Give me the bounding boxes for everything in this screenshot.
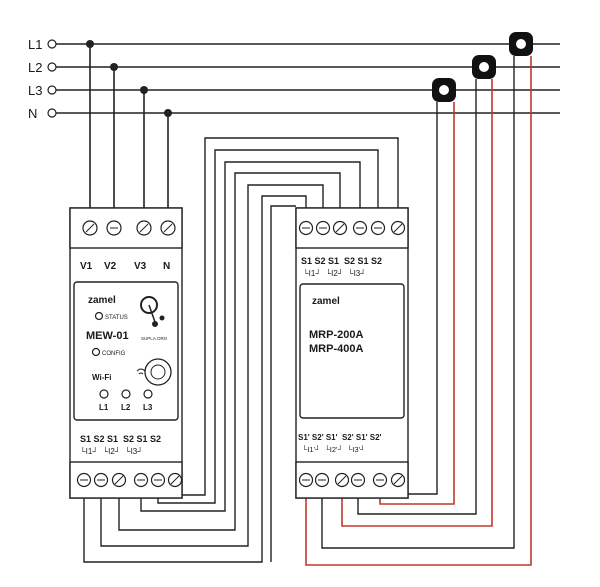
line-terminal-l3 xyxy=(47,85,57,95)
mew-brand-logo: zamel xyxy=(88,295,116,306)
ct-l3-icon xyxy=(432,78,456,102)
mew-bottom-terminals xyxy=(76,472,183,488)
mew-bottom-i-labels: └I1┘ └I2┘ └I3┘ xyxy=(80,446,143,456)
line-terminal-l2 xyxy=(47,62,57,72)
ct-l2-icon xyxy=(472,55,496,79)
mew-bottom-s-labels: S1 S2 S1 S2 S1 S2 xyxy=(80,434,161,444)
line-label-n: N xyxy=(28,106,37,121)
mrp-top-s-labels: S1 S2 S1 S2 S1 S2 xyxy=(301,256,382,266)
mrp-top-terminals xyxy=(298,220,406,236)
line-terminal-n xyxy=(47,108,57,118)
mrp-model-200a: MRP-200A xyxy=(309,329,363,341)
line-label-l2: L2 xyxy=(28,60,42,75)
led-l3-icon xyxy=(143,389,153,399)
mew-wifi-label: Wi-Fi xyxy=(92,373,111,382)
config-led-icon xyxy=(91,347,101,357)
mrp-bottom-s-labels: S1' S2' S1' S2' S1' S2' xyxy=(298,433,382,442)
supla-logo-icon xyxy=(140,296,165,327)
mew-top-terminals xyxy=(82,220,176,236)
voltage-taps xyxy=(86,40,172,215)
mew-supla-label: SUPLA.ORG xyxy=(141,336,168,341)
mrp-module: S1 S2 S1 S2 S1 S2 └I1┘ └I2┘ └I3┘ zamel M… xyxy=(295,207,409,499)
mew-term-v2: V2 xyxy=(104,261,117,272)
ct-l1-icon xyxy=(509,32,533,56)
mrp-bottom-terminals xyxy=(298,472,406,488)
wifi-button-icon xyxy=(136,358,172,386)
mew-model: MEW-01 xyxy=(86,330,129,342)
line-label-l1: L1 xyxy=(28,37,42,52)
mrp-model-400a: MRP-400A xyxy=(309,343,363,355)
mew-term-v3: V3 xyxy=(134,261,147,272)
mew-led-l1: L1 xyxy=(99,403,109,412)
mew-led-l3: L3 xyxy=(143,403,153,412)
mrp-front-panel xyxy=(299,283,405,419)
ct-secondary-wires xyxy=(305,56,532,566)
line-terminal-l1 xyxy=(47,39,57,49)
mrp-brand-logo: zamel xyxy=(312,296,340,307)
mew-01-module: V1 V2 V3 N zamel STATUS MEW-01 CONFIG SU… xyxy=(69,207,183,499)
mrp-top-i-labels: └I1┘ └I2┘ └I3┘ xyxy=(303,268,366,278)
mew-led-l2: L2 xyxy=(121,403,131,412)
mew-config-label: CONFIG xyxy=(102,351,126,357)
led-l2-icon xyxy=(121,389,131,399)
mew-term-n: N xyxy=(163,261,170,272)
mrp-bottom-i-labels: └I1'┘ └I2'┘ └I3'┘ xyxy=(302,445,365,454)
status-led-icon xyxy=(94,311,104,321)
mew-status-label: STATUS xyxy=(105,315,128,321)
mew-term-v1: V1 xyxy=(80,261,93,272)
led-l1-icon xyxy=(99,389,109,399)
line-label-l3: L3 xyxy=(28,83,42,98)
current-transformers xyxy=(432,32,533,102)
